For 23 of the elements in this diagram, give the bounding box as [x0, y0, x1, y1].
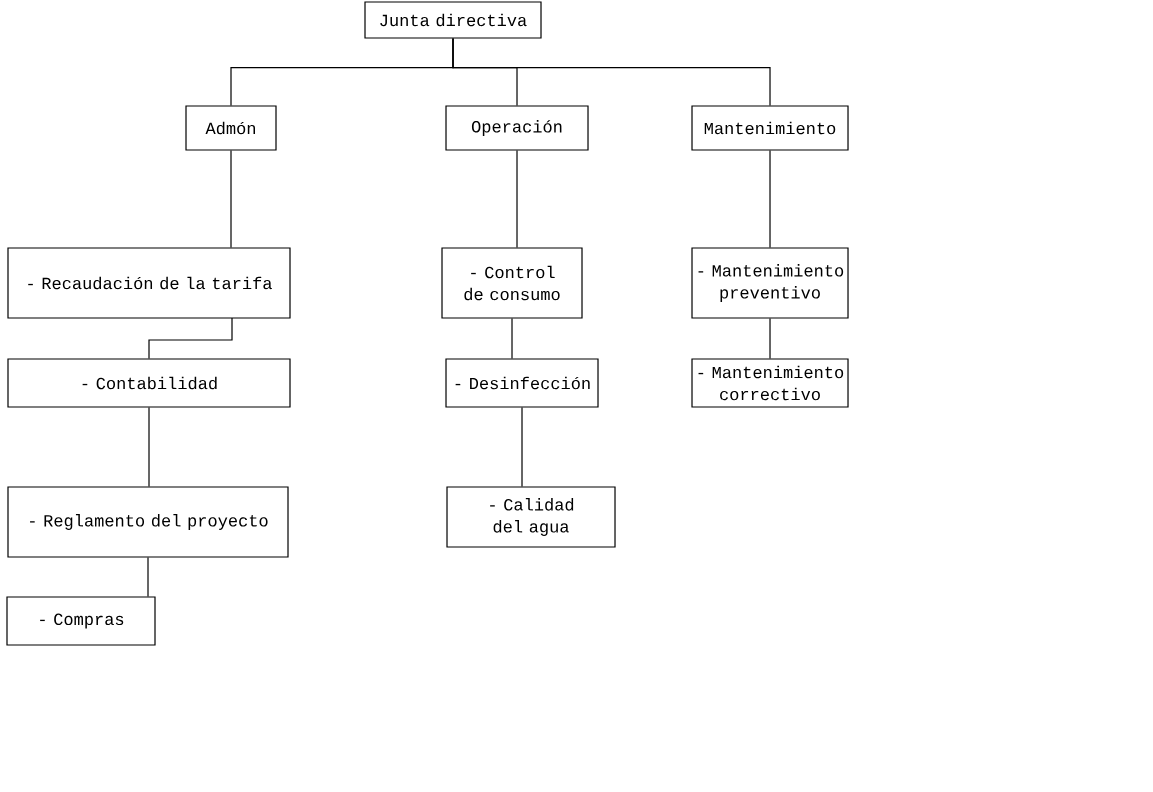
- org-box: Mantenimiento: [691, 105, 849, 151]
- org-box: - Mantenimiento correctivo: [691, 358, 849, 408]
- connector-line: [521, 407, 523, 487]
- org-box: - Contabilidad: [7, 358, 291, 408]
- org-box: - Desinfección: [445, 358, 599, 408]
- org-box: - Reglamento del proyecto: [7, 486, 289, 558]
- org-box: - Control de consumo: [441, 247, 583, 319]
- org-box: - Mantenimiento preventivo: [691, 247, 849, 319]
- org-box: - Calidad del agua: [446, 486, 616, 548]
- connector-line: [452, 38, 771, 106]
- connector-line: [769, 318, 771, 359]
- connector-line: [148, 407, 150, 487]
- connector-line: [769, 150, 771, 248]
- org-box: Junta directiva: [364, 1, 542, 39]
- connector-line: [147, 557, 149, 597]
- connector-line: [230, 150, 232, 248]
- org-box: Admón: [185, 105, 277, 151]
- connector-line: [511, 318, 513, 359]
- connector-line: [148, 317, 233, 359]
- org-box: - Recaudación de la tarifa: [7, 247, 291, 319]
- connector-line: [516, 150, 518, 248]
- org-box: Operación: [445, 105, 589, 151]
- org-box: - Compras: [6, 596, 156, 646]
